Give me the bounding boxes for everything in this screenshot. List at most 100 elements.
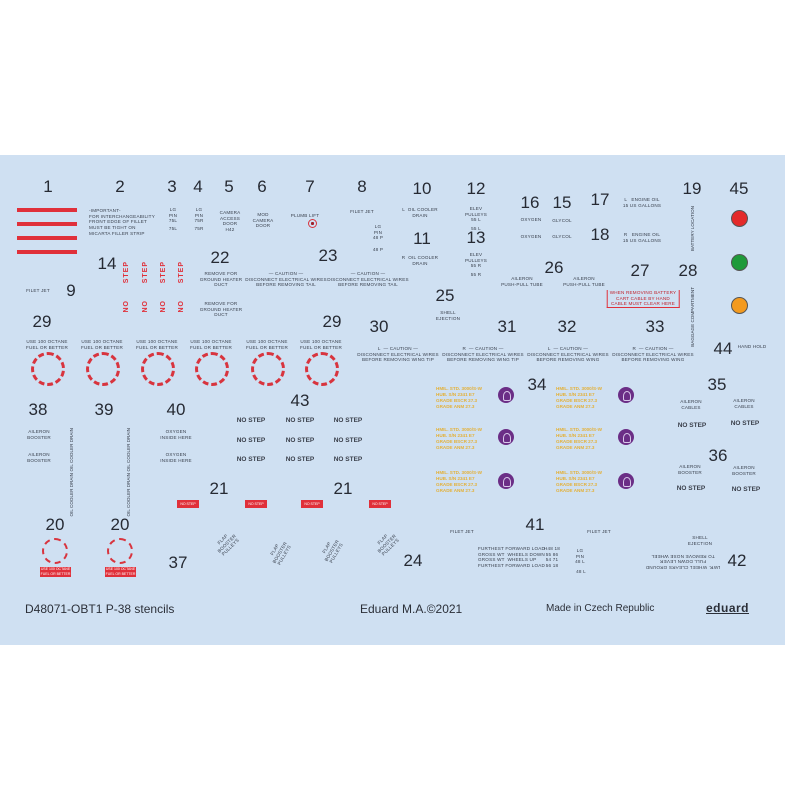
decal-number: 43 (290, 391, 310, 410)
stencil-shell-ejection: SHELL EJECTION (687, 535, 713, 546)
stencil-battery-location: BATTERY LOCATION (690, 206, 695, 252)
stencil-engine-oil: R ENGINE OIL 15 US GALLONS (622, 232, 662, 243)
decal-number: 13 (466, 228, 486, 247)
stencil-elev-pulleys: 55 R (470, 272, 482, 277)
stencil-caution-wing: L — CAUTION — DISCONNECT ELECTRICAL WIRE… (527, 346, 609, 363)
fuel-filler-ring (141, 352, 175, 386)
fuel-filler-ring (86, 352, 120, 386)
fuel-filler-ring (31, 352, 65, 386)
stencil-caution-wing-tip: L — CAUTION — DISCONNECT ELECTRICAL WIRE… (357, 346, 439, 363)
fuel-filler-ring (251, 352, 285, 386)
stencil-step-red: STEP (123, 261, 130, 284)
stencil-oil-cooler-drain: OIL COOLER DRAIN (126, 473, 131, 517)
stencil-oxygen: OXYGEN (520, 217, 542, 222)
decal-number: 25 (435, 286, 455, 305)
stencil-nose-wheel: LWR. WHEEL CLEARS GROUND FULL DOWN LEVER… (645, 553, 721, 571)
stencil-no-step: NO STEP (333, 456, 363, 463)
stencil-lg-pin: LG PIN 75R (194, 207, 204, 224)
red-no-step-tag: NO STEP (369, 500, 391, 508)
stencil-oxygen: OXYGEN (520, 234, 542, 239)
stencil-oxygen-inside: OXYGEN INSIDE HERE (160, 452, 192, 463)
propeller-logo-icon (498, 429, 514, 445)
decal-number: 21 (209, 479, 229, 498)
stencil-load-values: H48 18 55 86 54 71 56 18 (543, 546, 561, 569)
decal-number: 22 (210, 248, 230, 267)
decal-number: 3 (167, 177, 177, 196)
decal-number: 19 (682, 179, 702, 198)
fuel-filler-ring (305, 352, 339, 386)
fuel-filler-ring (195, 352, 229, 386)
propeller-logo-icon (618, 473, 634, 489)
stencil-fillet-jet: FILET JET (350, 209, 374, 214)
stencil-no-step: NO STEP (676, 485, 706, 492)
stencil-no-step: NO STEP (731, 486, 761, 493)
decal-number: 35 (707, 375, 727, 394)
stencil-lg-pin: LG PIN 48 L (575, 548, 585, 565)
stencil-caution-wing: R — CAUTION — DISCONNECT ELECTRICAL WIRE… (612, 346, 694, 363)
stencil-no-step: NO STEP (285, 456, 315, 463)
decal-number: 14 (97, 254, 117, 273)
stencil-lg-pin: 75L (168, 226, 178, 231)
stencil-mod-camera: MOD CAMERA DOOR (252, 212, 274, 229)
decal-number: 44 (713, 339, 733, 358)
no-step-bar (17, 208, 77, 212)
decal-number: 1 (43, 177, 53, 196)
stencil-lg-pin: LG PIN 75L (168, 207, 178, 224)
decal-number: 20 (110, 515, 130, 534)
stencil-remove-heater: REMOVE FOR GROUND HEATER DUCT (199, 271, 243, 288)
stencil-no-step: NO STEP (236, 417, 266, 424)
red-light-decal (731, 210, 748, 227)
stencil-no-red: NO (160, 300, 167, 313)
stencil-shell-ejection: SHELL EJECTION (435, 310, 461, 321)
stencil-no-step: NO STEP (236, 456, 266, 463)
stencil-no-red: NO (142, 300, 149, 313)
stencil-load-table: FURTHEST FORWARD LOAD GROSS WT WHEELS DO… (478, 546, 546, 569)
eduard-logo: eduard (706, 601, 750, 615)
stencil-octane: USE 100 OCTANE FUEL OR BETTER (136, 339, 178, 350)
stencil-no-red: NO (178, 300, 185, 313)
stencil-aileron-cables: AILERON CABLES (733, 398, 755, 409)
amber-light-decal (731, 297, 748, 314)
stencil-step-red: STEP (160, 261, 167, 284)
stencil-lg-pin: LG PIN 48 P (372, 224, 384, 241)
stencil-no-step: NO STEP (285, 437, 315, 444)
decal-number: 9 (66, 281, 76, 300)
decal-number: 16 (520, 193, 540, 212)
decal-number: 39 (94, 400, 114, 419)
decal-number: 42 (727, 551, 747, 570)
decal-number: 5 (224, 177, 234, 196)
decal-number: 4 (193, 177, 203, 196)
red-octane-tag: USE 100 OCTANE FUEL OR BETTER (105, 567, 136, 577)
plumb-target-icon (308, 219, 317, 228)
stencil-no-step: NO STEP (333, 437, 363, 444)
stencil-lg-pin: 48 P (372, 247, 384, 252)
stencil-prop-data: HMIL. STD. 3000/S-W HUB. S/N 2341 E7 GRA… (436, 427, 482, 450)
stencil-octane: USE 100 OCTANE FUEL OR BETTER (246, 339, 288, 350)
stencil-aileron-tube: AILERON PUSH-PULL TUBE (563, 276, 605, 287)
stencil-fillet-jet: FILET JET (26, 288, 50, 293)
stencil-oil-cooler-drain: OIL COOLER DRAIN (69, 473, 74, 517)
stencil-step-red: STEP (178, 261, 185, 284)
stencil-baggage: BAGGAGE COMPARTMENT (690, 287, 695, 347)
stencil-oil-cooler-drain: OIL COOLER DRAIN (69, 428, 74, 472)
decal-number: 7 (305, 177, 315, 196)
decal-number: 26 (544, 258, 564, 277)
stencil-glycol: GLYCOL (552, 234, 572, 239)
stencil-no-step: NO STEP (333, 417, 363, 424)
decal-number: 40 (166, 400, 186, 419)
decal-number: 29 (322, 312, 342, 331)
stencil-caution-tail: — CAUTION — DISCONNECT ELECTRICAL WIRES … (327, 271, 409, 288)
stencil-battery-cart: WHEN REMOVING BATTERY CART CABLE BY HAND… (606, 290, 680, 309)
decal-number: 41 (525, 515, 545, 534)
decal-number: 45 (729, 179, 749, 198)
stencil-prop-data: HMIL. STD. 3000/S-W HUB. S/N 2341 E7 GRA… (436, 386, 482, 409)
sheet-title: D48071-OBT1 P-38 stencils (25, 602, 175, 616)
stencil-elev-pulleys: 55 L (471, 226, 481, 231)
stencil-no-red: NO (123, 300, 130, 313)
stencil-oil-cooler: R OIL COOLER DRAIN (401, 255, 439, 266)
decal-number: 11 (413, 229, 431, 248)
stencil-fillet-jet: FILET JET (450, 529, 474, 534)
red-no-step-tag: NO STEP (301, 500, 323, 508)
stencil-prop-data: HMIL. STD. 3000/S-W HUB. S/N 2341 E7 GRA… (556, 386, 602, 409)
stencil-oil-cooler: L OIL COOLER DRAIN (402, 207, 438, 218)
